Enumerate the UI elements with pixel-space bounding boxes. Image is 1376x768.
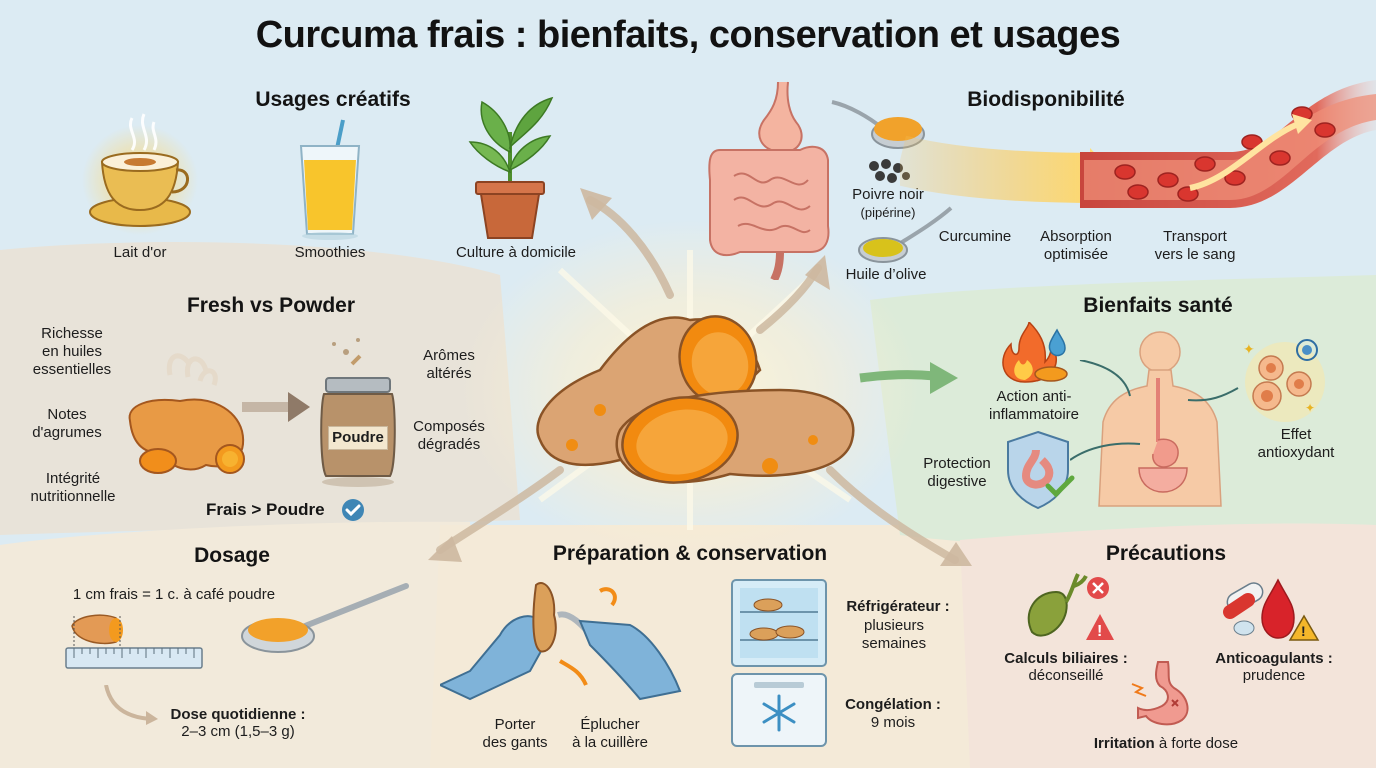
powder-jar-icon — [320, 338, 396, 487]
precaution-anticoagulants-value: prudence — [1242, 667, 1306, 684]
health-anti-inflammatory-label: Action anti- inflammatoire — [988, 388, 1080, 423]
gloved-hands-peeling-icon — [440, 582, 682, 701]
usage-label-golden-milk: Lait d'or — [113, 244, 167, 261]
irritated-stomach-icon — [1131, 661, 1189, 726]
dosage-section-title: Dosage — [194, 544, 270, 567]
golden-milk-cup-icon — [82, 113, 198, 235]
bio-pepper-label: Poivre noir (pipérine) — [852, 186, 924, 220]
prep-freezer-duration: 9 mois — [870, 714, 916, 731]
olive-oil-spoon-icon — [858, 206, 953, 263]
gallbladder-warning-icon: ! — [1027, 573, 1114, 640]
powder-point-altered-aromas: Arômes altérés — [423, 347, 475, 382]
usages-section-title: Usages créatifs — [255, 88, 411, 111]
health-digestive-protection-label: Protection digestive — [923, 455, 991, 490]
prep-section-title: Préparation & conservation — [552, 542, 828, 565]
fresh-section-title: Fresh vs Powder — [186, 294, 356, 317]
svg-text:!: ! — [1097, 623, 1102, 640]
bio-transport-label: Transport vers le sang — [1154, 228, 1236, 263]
usage-label-smoothies: Smoothies — [294, 244, 366, 261]
precaution-anticoagulants-label: Anticoagulants : — [1215, 650, 1333, 667]
dosage-daily-label: Dose quotidienne : — [170, 706, 306, 723]
curved-arrow-icon — [104, 685, 158, 725]
health-section-title: Bienfaits santé — [1083, 294, 1233, 317]
prep-gloves-label: Porter des gants — [482, 716, 548, 751]
prep-peel-label: Éplucher à la cuillère — [572, 716, 648, 751]
prep-fridge-label: Réfrigérateur : — [846, 598, 950, 615]
smoothie-glass-icon — [299, 119, 361, 240]
svg-text:✦: ✦ — [1243, 341, 1255, 357]
fresh-point-citrus-notes: Notes d'agrumes — [32, 406, 102, 441]
precaution-gallstones-label: Calculs biliaires : — [1004, 650, 1128, 667]
usage-label-home-culture: Culture à domicile — [455, 244, 577, 261]
bio-section-title: Biodisponibilité — [967, 88, 1125, 111]
bio-curcumin-label: Curcumine — [938, 228, 1012, 245]
prep-fridge-duration: plusieurs semaines — [861, 617, 927, 652]
fresh-vs-powder-verdict: Frais > Poudre — [206, 500, 325, 519]
blood-vessel-absorption-icon — [900, 80, 1376, 208]
shield-digestive-icon — [1007, 430, 1075, 510]
bio-olive-oil-label: Huile d’olive — [845, 266, 927, 283]
prep-freezer-label: Congélation : — [845, 696, 941, 713]
page-title: Curcuma frais : bienfaits, conservation … — [255, 14, 1121, 56]
svg-text:✦: ✦ — [1305, 401, 1315, 415]
powder-spoon-icon — [241, 583, 409, 653]
powder-point-degraded-compounds: Composés dégradés — [413, 418, 485, 453]
arrow-right-icon — [242, 392, 310, 422]
precaution-gallstones-value: déconseillé — [1028, 667, 1104, 684]
human-body-icon — [1098, 331, 1222, 507]
check-circle-icon — [342, 499, 364, 521]
potted-plant-icon — [468, 96, 554, 239]
precaution-irritation: Irritation à forte dose — [1093, 735, 1239, 752]
precautions-section-title: Précautions — [1105, 542, 1227, 565]
dosage-equivalence: 1 cm frais = 1 c. à café poudre — [72, 586, 276, 603]
connector-lines — [1070, 360, 1239, 461]
anticoagulant-warning-icon: ! — [1223, 578, 1320, 641]
jar-label: Poudre — [328, 426, 388, 450]
turmeric-roots-hero-icon — [536, 315, 855, 484]
dosage-daily-value: 2–3 cm (1,5–3 g) — [181, 723, 295, 740]
ruler-with-turmeric-icon — [65, 614, 203, 669]
health-antioxidant-label: Effet antioxydant — [1257, 426, 1335, 461]
fresh-turmeric-root-icon — [128, 353, 245, 474]
antioxidant-cells-icon: ✦ ✦ — [1243, 339, 1325, 422]
fresh-point-essential-oils: Richesse en huiles essentielles — [32, 325, 112, 378]
bio-absorption-label: Absorption optimisée — [1040, 228, 1112, 263]
svg-text:!: ! — [1301, 623, 1306, 639]
fire-anti-inflammatory-icon — [1002, 322, 1068, 383]
fresh-point-nutritional-integrity: Intégrité nutritionnelle — [30, 470, 116, 505]
digestive-system-icon — [708, 81, 830, 280]
fridge-freezer-icon — [731, 579, 827, 747]
